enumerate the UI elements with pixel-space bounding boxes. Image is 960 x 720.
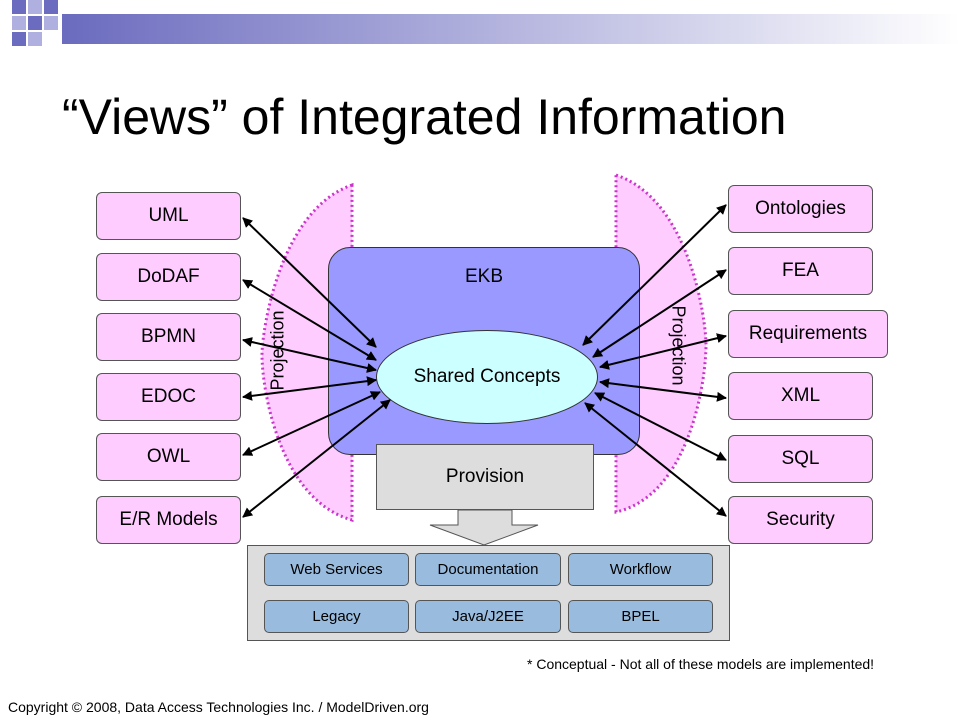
connector-edoc (242, 376, 377, 401)
ekb-label: EKB (464, 266, 504, 287)
model-box-edoc: EDOC (96, 373, 241, 421)
model-box-security: Security (728, 496, 873, 544)
target-workflow: Workflow (568, 553, 713, 586)
target-legacy: Legacy (264, 600, 409, 633)
model-box-xml: XML (728, 372, 873, 420)
model-box-ontologies: Ontologies (728, 185, 873, 233)
target-bpel: BPEL (568, 600, 713, 633)
connector-requirements (599, 333, 727, 370)
connector-bpmn (242, 337, 377, 373)
provision-targets-panel: Web Services Documentation Workflow Lega… (247, 545, 730, 641)
connector-security (584, 402, 727, 517)
connector-uml (242, 217, 377, 348)
model-box-requirements: Requirements (728, 310, 888, 358)
shared-concepts-ellipse: Shared Concepts (376, 330, 598, 424)
model-box-er-models: E/R Models (96, 496, 241, 544)
target-web-services: Web Services (264, 553, 409, 586)
connector-xml (599, 378, 727, 402)
copyright: Copyright © 2008, Data Access Technologi… (8, 699, 429, 715)
connector-fea (592, 269, 727, 358)
model-box-fea: FEA (728, 247, 873, 295)
connector-er-models (242, 399, 391, 518)
model-box-sql: SQL (728, 435, 873, 483)
model-box-bpmn: BPMN (96, 313, 241, 361)
header-gradient-bar (62, 14, 960, 44)
target-documentation: Documentation (415, 553, 561, 586)
model-box-uml: UML (96, 192, 241, 240)
target-java-j2ee: Java/J2EE (415, 600, 561, 633)
model-box-dodaf: DoDAF (96, 253, 241, 301)
slide-title: “Views” of Integrated Information (62, 89, 787, 145)
connector-dodaf (242, 279, 377, 361)
connector-ontologies (582, 204, 727, 346)
footnote: * Conceptual - Not all of these models a… (527, 656, 875, 672)
corner-decoration (0, 0, 80, 60)
model-box-owl: OWL (96, 433, 241, 481)
